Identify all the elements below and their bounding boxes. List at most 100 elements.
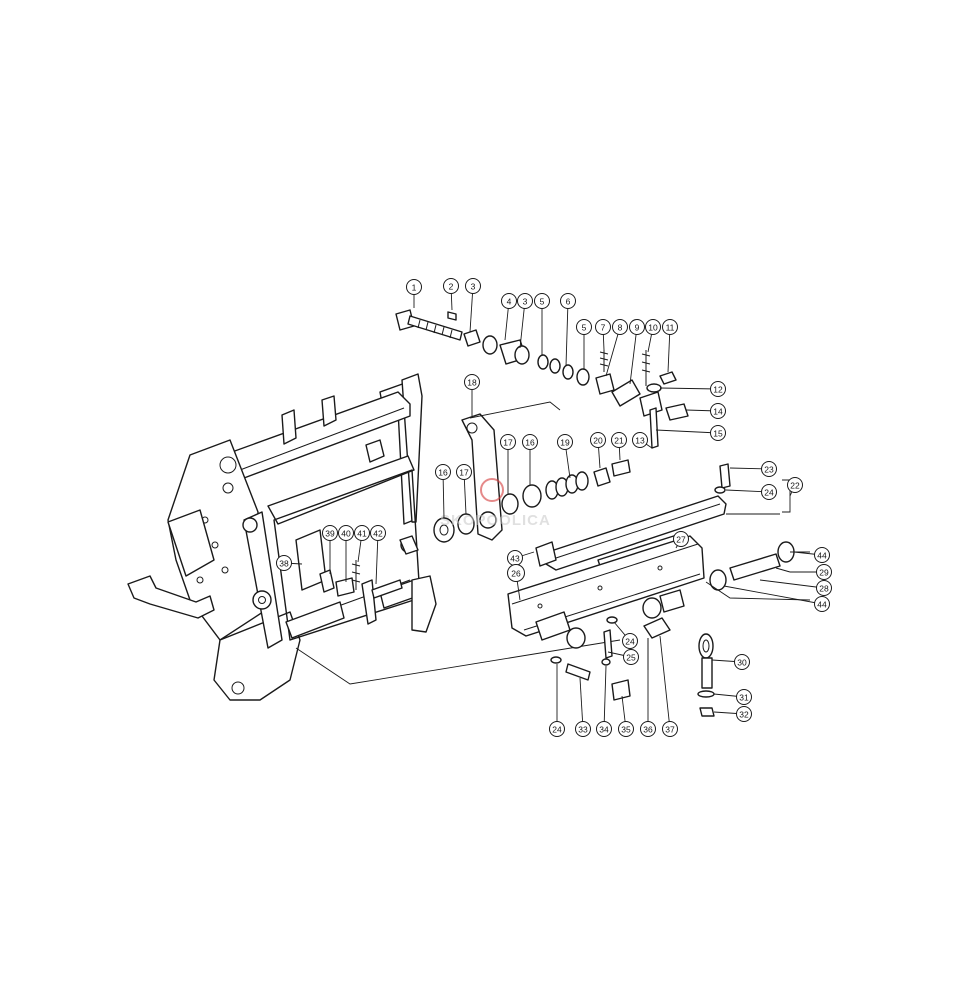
callout-marker-c23[interactable]	[761, 461, 777, 477]
callout-label-c1: 1	[412, 283, 417, 293]
callout-marker-c8[interactable]	[612, 319, 628, 335]
callout-marker-c33[interactable]	[575, 721, 591, 737]
callout-marker-c41[interactable]	[354, 525, 370, 541]
callout-marker-c38[interactable]	[276, 555, 292, 571]
callout-label-c36: 36	[643, 725, 653, 735]
callout-label-c17b: 17	[459, 468, 469, 478]
callout-label-c41: 41	[357, 529, 367, 539]
callout-marker-c2[interactable]	[443, 278, 459, 294]
callout-marker-c7[interactable]	[595, 319, 611, 335]
callout-label-c4: 4	[507, 297, 512, 307]
callout-label-c8: 8	[618, 323, 623, 333]
callout-marker-c44[interactable]	[814, 547, 830, 563]
upper-assembly	[295, 309, 689, 685]
callout-marker-c24b[interactable]	[622, 633, 638, 649]
callout-marker-c31[interactable]	[736, 689, 752, 705]
callout-leader-c12	[659, 387, 719, 390]
callout-marker-c37[interactable]	[662, 721, 678, 737]
callout-leader-c34	[603, 665, 607, 730]
callout-marker-c5b[interactable]	[576, 319, 592, 335]
callout-label-c38: 38	[279, 559, 289, 569]
callout-leader-c28	[759, 579, 825, 589]
callout-marker-c3b[interactable]	[517, 293, 533, 309]
callout-marker-c32[interactable]	[736, 706, 752, 722]
callout-marker-c16[interactable]	[522, 434, 538, 450]
callout-label-c44: 44	[817, 551, 827, 561]
callout-marker-c16b[interactable]	[435, 464, 451, 480]
callout-marker-c36[interactable]	[640, 721, 656, 737]
callout-marker-c22[interactable]	[787, 477, 803, 493]
callout-label-c23: 23	[764, 465, 774, 475]
callout-marker-c11[interactable]	[662, 319, 678, 335]
callout-marker-c27[interactable]	[673, 531, 689, 547]
callout-label-c44b: 44	[817, 600, 827, 610]
callout-marker-c10[interactable]	[645, 319, 661, 335]
callout-label-c12: 12	[713, 385, 723, 395]
callout-leader-c37	[659, 635, 671, 730]
callout-label-c10: 10	[648, 323, 658, 333]
callout-label-c22: 22	[790, 481, 800, 491]
callout-marker-c3[interactable]	[465, 278, 481, 294]
callout-leader-c44b	[723, 585, 823, 605]
callout-marker-c24c[interactable]	[549, 721, 565, 737]
callout-marker-c14[interactable]	[710, 403, 726, 419]
callout-label-c37: 37	[665, 725, 675, 735]
callout-label-c13: 13	[635, 436, 645, 446]
callout-label-c3b: 3	[523, 297, 528, 307]
callout-leader-c33	[579, 677, 584, 730]
callout-marker-c29[interactable]	[816, 564, 832, 580]
callout-marker-c30[interactable]	[734, 654, 750, 670]
callout-marker-c9[interactable]	[629, 319, 645, 335]
callout-label-c16b: 16	[438, 468, 448, 478]
callout-label-c27: 27	[676, 535, 686, 545]
callout-leader-c8	[605, 326, 621, 377]
callout-marker-c39[interactable]	[322, 525, 338, 541]
callout-label-c39: 39	[325, 529, 335, 539]
callout-label-c31: 31	[739, 693, 749, 703]
callout-marker-c34[interactable]	[596, 721, 612, 737]
callout-marker-c44b[interactable]	[814, 596, 830, 612]
watermark-logo: SKOPOOLICA	[440, 478, 551, 529]
callout-marker-c25[interactable]	[623, 649, 639, 665]
callout-marker-c5[interactable]	[534, 293, 550, 309]
callout-marker-c24[interactable]	[761, 484, 777, 500]
callout-label-c21: 21	[614, 436, 624, 446]
callout-marker-c6[interactable]	[560, 293, 576, 309]
callout-marker-c40[interactable]	[338, 525, 354, 541]
callout-marker-c18[interactable]	[464, 374, 480, 390]
callout-label-c35: 35	[621, 725, 631, 735]
callout-label-c14: 14	[713, 407, 723, 417]
callout-marker-c21[interactable]	[611, 432, 627, 448]
callout-label-c19: 19	[560, 438, 570, 448]
callout-marker-c17b[interactable]	[456, 464, 472, 480]
callout-marker-c13[interactable]	[632, 432, 648, 448]
callout-label-c28: 28	[819, 584, 829, 594]
main-frame	[127, 373, 437, 701]
callout-marker-c28[interactable]	[816, 580, 832, 596]
callout-label-c2: 2	[449, 282, 454, 292]
callout-marker-c4[interactable]	[501, 293, 517, 309]
callout-marker-c42[interactable]	[370, 525, 386, 541]
callout-marker-c15[interactable]	[710, 425, 726, 441]
callout-label-c32: 32	[739, 710, 749, 720]
callout-leader-c6	[565, 300, 569, 367]
callout-marker-c1[interactable]	[406, 279, 422, 295]
svg-text:SKOPOOLICA: SKOPOOLICA	[440, 512, 551, 529]
callout-label-c25: 25	[626, 653, 636, 663]
callout-label-c5b: 5	[582, 323, 587, 333]
callout-marker-c12[interactable]	[710, 381, 726, 397]
callout-label-c11: 11	[666, 323, 675, 333]
callout-marker-c17[interactable]	[500, 434, 516, 450]
callout-label-c29: 29	[819, 568, 829, 578]
callout-marker-c19[interactable]	[557, 434, 573, 450]
callout-marker-c35[interactable]	[618, 721, 634, 737]
callout-label-c24b: 24	[625, 637, 635, 647]
callout-label-c7: 7	[601, 323, 606, 333]
callout-marker-c26[interactable]	[507, 564, 525, 582]
callout-label-c26: 26	[511, 569, 521, 579]
callout-marker-c20[interactable]	[590, 432, 606, 448]
callout-label-c5: 5	[540, 297, 545, 307]
callout-label-c30: 30	[737, 658, 747, 668]
